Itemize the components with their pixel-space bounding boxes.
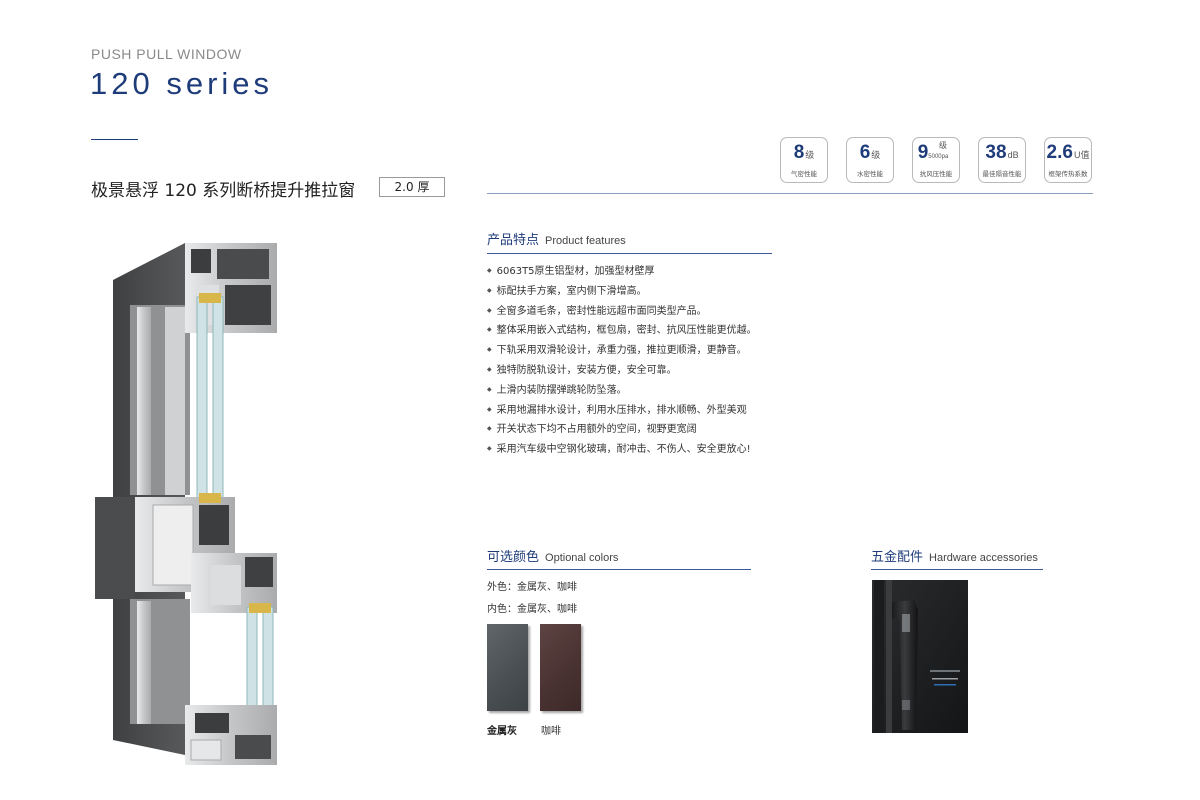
hardware-title-en: Hardware accessories: [929, 552, 1038, 564]
spec-unit: 级: [939, 141, 947, 150]
feature-item: 全窗多道毛条，密封性能远超市面同类型产品。: [487, 302, 757, 322]
spec-badge-airtight: 8级 气密性能: [780, 137, 828, 183]
feature-item: 标配扶手方案，室内侧下滑增高。: [487, 282, 757, 302]
thickness-badge: 2.0 厚: [379, 177, 445, 197]
spec-value: 38: [985, 142, 1007, 163]
spec-badge-u-value: 2.6U值 框架传热系数: [1044, 137, 1092, 183]
window-profile-illustration: [95, 243, 277, 765]
feature-item: 6063T5原生铝型材，加强型材壁厚: [487, 262, 757, 282]
feature-item: 整体采用嵌入式结构，框包扇，密封、抗风压性能更优越。: [487, 321, 757, 341]
colors-heading: 可选颜色 Optional colors: [487, 546, 618, 565]
spec-badge-sound: 38dB 最佳隔音性能: [978, 137, 1026, 183]
swatch-label: 金属灰: [487, 726, 517, 737]
product-title: 极景悬浮 120 系列断桥提升推拉窗: [91, 181, 356, 201]
spec-value: 6: [859, 142, 871, 163]
spec-divider: [487, 193, 1093, 194]
swatch-metal-grey: [487, 624, 528, 711]
spec-label: 抗风压性能: [919, 170, 953, 178]
spec-badges: 8级 气密性能 6级 水密性能 级 95000pa 抗风压性能 38dB 最佳隔…: [780, 137, 1092, 185]
spec-unit: dB: [1007, 150, 1019, 160]
spec-value: 2.6: [1046, 142, 1073, 163]
spec-label: 最佳隔音性能: [982, 170, 1022, 178]
hardware-heading: 五金配件 Hardware accessories: [871, 546, 1038, 565]
colors-title-cn: 可选颜色: [487, 550, 540, 565]
colors-divider: [487, 569, 751, 570]
features-title-en: Product features: [545, 235, 626, 247]
feature-item: 上滑内装防摆弹跳轮防坠落。: [487, 381, 757, 401]
features-list: 6063T5原生铝型材，加强型材壁厚 标配扶手方案，室内侧下滑增高。 全窗多道毛…: [487, 262, 757, 460]
outer-color-text: 外色：金属灰、咖啡: [487, 582, 577, 593]
spec-unit: 级: [871, 150, 881, 160]
spec-unit: 级: [805, 150, 815, 160]
spec-label: 框架传热系数: [1048, 170, 1088, 178]
feature-item: 开关状态下均不占用额外的空间，视野更宽阔: [487, 420, 757, 440]
inner-color-text: 内色：金属灰、咖啡: [487, 604, 577, 615]
feature-item: 采用地漏排水设计，利用水压排水，排水顺畅、外型美观: [487, 401, 757, 421]
swatch-coffee: [540, 624, 581, 711]
colors-title-en: Optional colors: [545, 552, 619, 564]
feature-item: 采用汽车级中空钢化玻璃，耐冲击、不伤人、安全更放心!: [487, 440, 757, 460]
features-heading: 产品特点 Product features: [487, 229, 626, 248]
series-title: 120 series: [90, 66, 274, 101]
brand-eyebrow: PUSH PULL WINDOW: [91, 46, 242, 62]
spec-value: 8: [793, 142, 805, 163]
hardware-divider: [871, 569, 1043, 570]
spec-unit: U值: [1073, 150, 1090, 160]
accent-divider: [91, 139, 138, 140]
handle-photo: [872, 580, 968, 733]
features-divider: [487, 253, 772, 254]
spec-badge-wind-pressure: 级 95000pa 抗风压性能: [912, 137, 960, 183]
spec-label: 水密性能: [857, 170, 883, 178]
spec-badge-watertight: 6级 水密性能: [846, 137, 894, 183]
feature-item: 独特防脱轨设计，安装方便，安全可靠。: [487, 361, 757, 381]
swatch-label: 咖啡: [541, 726, 561, 737]
spec-pressure: 5000pa: [928, 154, 949, 160]
spec-label: 气密性能: [791, 170, 817, 178]
spec-value: 9: [917, 142, 929, 163]
features-title-cn: 产品特点: [487, 233, 540, 248]
feature-item: 下轨采用双滑轮设计，承重力强，推拉更顺滑，更静音。: [487, 341, 757, 361]
hardware-title-cn: 五金配件: [871, 550, 924, 565]
